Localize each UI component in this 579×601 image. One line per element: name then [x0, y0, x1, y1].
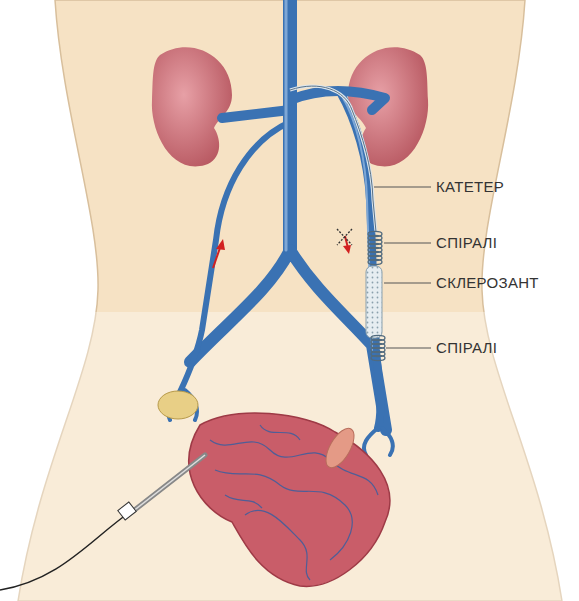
coil-loop: [368, 259, 382, 264]
part-label: СКЛЕРОЗАНТ: [436, 274, 539, 292]
part-label: КАТЕТЕР: [436, 178, 504, 196]
coil-loop: [371, 355, 385, 360]
part-label: СПІРАЛІ: [436, 234, 497, 252]
part-label: СПІРАЛІ: [436, 339, 497, 357]
